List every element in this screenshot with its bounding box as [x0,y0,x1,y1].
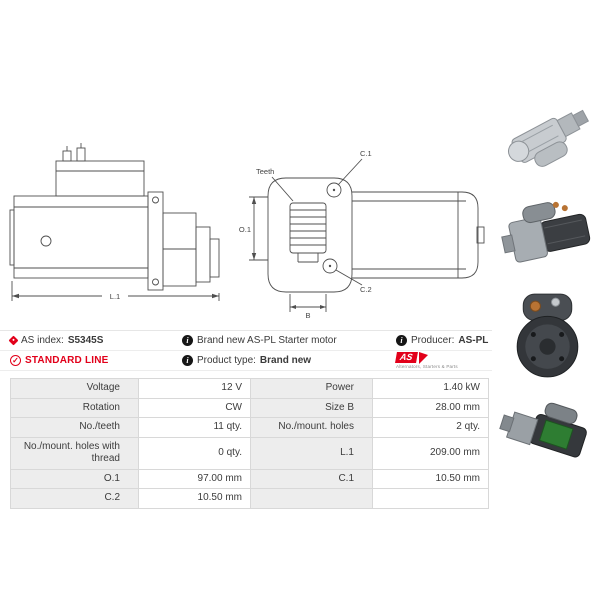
product-photo-2 [497,185,598,282]
standard-line-label: STANDARD LINE [25,355,109,366]
technical-drawings: L.1 [0,0,492,330]
dimension-label-c2: C.2 [360,285,372,294]
as-index: AS index: S5345S [8,335,182,346]
spec-label: Rotation [10,397,139,418]
standard-line: ✓ STANDARD LINE [10,355,182,366]
spec-label: Power [250,378,373,399]
info-icon: i [182,355,193,366]
dimension-label-l1: L.1 [110,292,120,301]
product-type-label: Product type: [197,355,256,366]
spec-label: O.1 [10,468,139,489]
dimension-label-c1: C.1 [360,149,372,158]
starter-photo-side [501,201,591,263]
product-photo-1 [497,84,598,181]
aspl-logo-mark: AS [395,351,428,364]
spec-label: C.2 [10,488,139,509]
product-photo-column [497,84,598,488]
starter-photo-label-view [499,402,587,458]
c1-leader-line [337,158,363,186]
technical-drawing-image: L.1 [9,143,485,320]
spec-value: 1.40 kW [372,378,489,399]
brand-new-info: i Brand new AS-PL Starter motor [182,335,396,346]
spec-value [372,488,489,509]
info-icon: i [396,335,407,346]
spec-value: 0 qty. [138,436,251,470]
spec-label: No./mount. holes with thread [10,436,139,470]
as-index-label: AS index: [21,335,64,346]
spec-value: 10.50 mm [138,488,251,509]
spec-value: 2 qty. [372,417,489,438]
product-type-value: Brand new [259,355,312,366]
info-icon: i [182,335,193,346]
dimension-label-o1: O.1 [239,225,251,234]
spec-value: 97.00 mm [138,468,251,489]
aspl-logo: AS Alternators, Starters & Parts [395,351,458,370]
check-icon: ✓ [10,355,21,366]
table-row: Voltage 12 V Power 1.40 kW [10,378,489,399]
info-row-2: ✓ STANDARD LINE i Product type: Brand ne… [0,351,492,371]
spec-label: No./mount. holes [250,417,373,438]
spec-label: Size B [250,397,373,418]
dimension-label-b: B [305,311,310,320]
table-row: O.1 97.00 mm C.1 10.50 mm [10,468,489,489]
brand-new-text: Brand new AS-PL Starter motor [197,335,337,346]
dimension-l1 [11,281,220,301]
dimension-b [289,294,327,312]
spec-label: Voltage [10,378,139,399]
spec-value: 28.00 mm [372,397,489,418]
starter-photo-silver-angled [507,109,590,167]
starter-side-view-drawing [9,143,220,291]
dimension-o1 [249,196,268,261]
starter-front-view-drawing [267,177,353,293]
c2-leader-line [335,269,363,286]
product-type-info: i Product type: Brand new [182,355,396,366]
table-row: C.2 10.50 mm [10,488,489,509]
motor-body-drawing [352,191,485,279]
producer-label: Producer: [411,335,455,346]
aspl-logo-subtext: Alternators, Starters & Parts [396,363,458,369]
tag-icon [8,335,19,346]
producer-info: i Producer: AS-PL [396,335,488,346]
spec-table: Voltage 12 V Power 1.40 kW Rotation CW S… [10,378,489,509]
as-index-value: S5345S [67,335,104,346]
spec-label: C.1 [250,468,373,489]
aspl-logo-flag-icon [418,351,428,364]
product-info-bar: AS index: S5345S i Brand new AS-PL Start… [0,330,492,371]
product-photo-4 [497,387,598,484]
starter-photo-rear-view [516,293,579,378]
aspl-logo-text: AS [395,351,418,363]
table-row: Rotation CW Size B 28.00 mm [10,397,489,418]
table-row: No./mount. holes with thread 0 qty. L.1 … [10,436,489,470]
table-row: No./teeth 11 qty. No./mount. holes 2 qty… [10,417,489,438]
spec-value: 11 qty. [138,417,251,438]
spec-label: L.1 [250,436,373,470]
spec-value: CW [138,397,251,418]
spec-value: 10.50 mm [372,468,489,489]
product-photo-3 [497,286,598,383]
info-row-1: AS index: S5345S i Brand new AS-PL Start… [0,331,492,351]
teeth-label: Teeth [256,167,274,176]
spec-label [250,488,373,509]
teeth-leader-line [271,176,294,202]
spec-value: 12 V [138,378,251,399]
producer-value: AS-PL [458,335,489,346]
spec-value: 209.00 mm [372,436,489,470]
producer-logo-area: AS Alternators, Starters & Parts [395,351,482,370]
spec-label: No./teeth [10,417,139,438]
